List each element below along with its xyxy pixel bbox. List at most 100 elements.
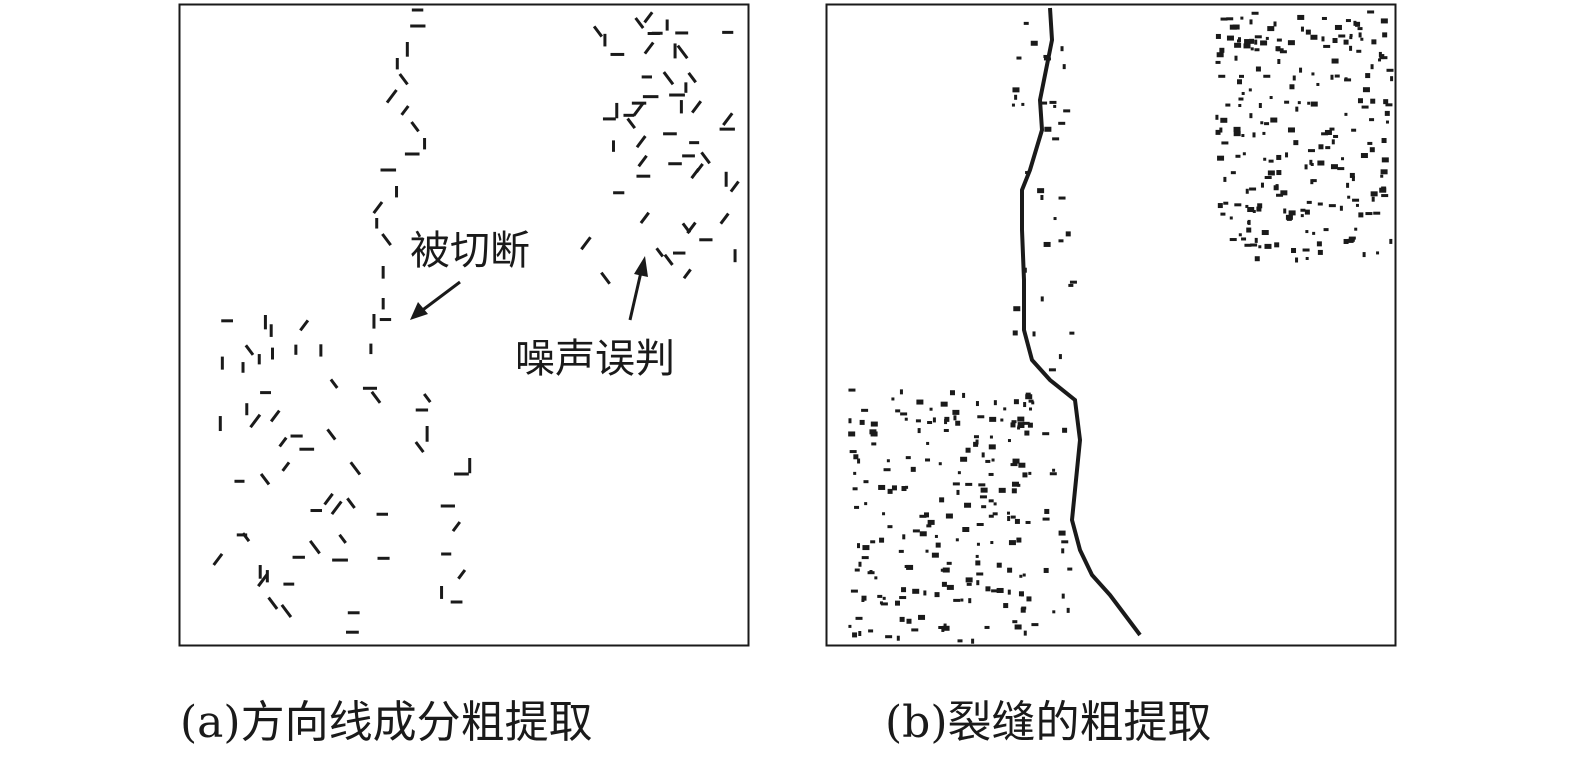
noise-pixel <box>906 564 914 570</box>
noise-pixel <box>1252 132 1256 138</box>
noise-pixel <box>1245 204 1249 208</box>
noise-pixel <box>1292 75 1296 81</box>
panel-b-frame <box>825 3 1397 647</box>
line-segment <box>280 604 293 618</box>
noise-pixel <box>900 412 908 416</box>
noise-pixel <box>1378 58 1382 62</box>
noise-pixel <box>1044 508 1050 514</box>
noise-pixel <box>1010 463 1018 467</box>
noise-pixel <box>1260 121 1264 125</box>
noise-pixel <box>927 519 935 525</box>
noise-pixel <box>1241 91 1245 95</box>
noise-pixel <box>971 638 975 644</box>
noise-pixel <box>1257 203 1263 209</box>
noise-pixel <box>1270 117 1278 123</box>
noise-pixel <box>1256 206 1262 212</box>
noise-pixel <box>870 540 876 544</box>
noise-pixel <box>1349 172 1355 178</box>
noise-pixel <box>1043 57 1051 61</box>
noise-pixel <box>1343 39 1349 45</box>
noise-pixel <box>1216 52 1224 58</box>
noise-pixel <box>1261 230 1269 236</box>
noise-pixel <box>1010 515 1016 519</box>
noise-pixel <box>1255 66 1261 72</box>
noise-pixel <box>925 458 931 462</box>
line-segment <box>323 492 334 506</box>
noise-pixel <box>1279 50 1287 54</box>
noise-pixel <box>1258 245 1262 249</box>
noise-pixel <box>975 401 979 407</box>
line-segment <box>663 253 674 266</box>
noise-pixel <box>912 529 920 533</box>
noise-pixel <box>1310 101 1318 107</box>
line-segment <box>676 44 689 60</box>
noise-pixel <box>1291 247 1297 253</box>
noise-pixel <box>1344 78 1352 82</box>
noise-pixel <box>899 616 905 622</box>
arrow-noise <box>628 256 648 321</box>
line-segment <box>681 222 692 234</box>
noise-pixel <box>976 542 980 546</box>
noise-pixel <box>1346 182 1350 188</box>
noise-pixel <box>891 485 897 491</box>
noise-pixel <box>1238 97 1244 101</box>
noise-pixel <box>955 538 959 542</box>
noise-pixel <box>891 397 895 401</box>
noise-pixel <box>1254 39 1258 45</box>
noise-pixel <box>887 488 893 494</box>
line-segment <box>719 212 730 225</box>
noise-pixel <box>1063 109 1071 113</box>
noise-pixel <box>1232 24 1240 30</box>
annotation-cut: 被切断 <box>410 228 530 274</box>
noise-pixel <box>1058 530 1066 536</box>
line-segment <box>309 539 321 555</box>
noise-pixel <box>1052 468 1056 472</box>
noise-pixel <box>923 590 927 596</box>
noise-pixel <box>1067 567 1073 571</box>
noise-pixel <box>973 435 979 439</box>
noise-pixel <box>941 581 947 587</box>
noise-pixel <box>1020 607 1026 613</box>
noise-pixel <box>1383 99 1389 105</box>
noise-pixel <box>1040 296 1044 302</box>
noise-pixel <box>1249 187 1257 191</box>
noise-pixel <box>1233 126 1241 132</box>
noise-pixel <box>895 409 901 413</box>
noise-pixel <box>1052 137 1060 141</box>
noise-pixel <box>850 589 858 593</box>
noise-pixel <box>1295 257 1299 263</box>
noise-pixel <box>1003 603 1009 609</box>
panel-a-direction-line-components <box>178 3 750 647</box>
noise-pixel <box>1285 214 1293 220</box>
noise-pixel <box>880 602 888 606</box>
noise-pixel <box>978 483 986 487</box>
noise-pixel <box>1307 101 1311 105</box>
noise-pixel <box>989 416 997 422</box>
noise-pixel <box>934 534 938 538</box>
crack-line <box>1020 7 1142 637</box>
noise-pixel <box>899 389 903 395</box>
noise-pixel <box>926 441 930 445</box>
noise-pixel <box>1310 162 1314 166</box>
noise-pixel <box>1369 118 1375 122</box>
noise-pixel <box>996 562 1002 568</box>
noise-pixel <box>1048 368 1056 372</box>
noise-pixel <box>861 408 869 412</box>
noise-pixel <box>1262 131 1266 135</box>
noise-pixel <box>882 512 886 516</box>
noise-pixel <box>1358 32 1362 38</box>
noise-pixel <box>1349 36 1353 40</box>
noise-pixel <box>1219 127 1223 133</box>
noise-pixel <box>870 421 878 427</box>
noise-pixel <box>874 576 878 580</box>
noise-pixel <box>1369 147 1375 153</box>
line-segment <box>278 436 288 448</box>
noise-pixel <box>911 628 919 632</box>
noise-pixel <box>1362 87 1370 93</box>
noise-pixel <box>1014 624 1022 630</box>
noise-pixel <box>1300 214 1304 218</box>
noise-pixel <box>1371 196 1375 202</box>
noise-pixel <box>1007 439 1011 443</box>
noise-pixel <box>1304 164 1308 170</box>
noise-pixel <box>1276 38 1282 42</box>
